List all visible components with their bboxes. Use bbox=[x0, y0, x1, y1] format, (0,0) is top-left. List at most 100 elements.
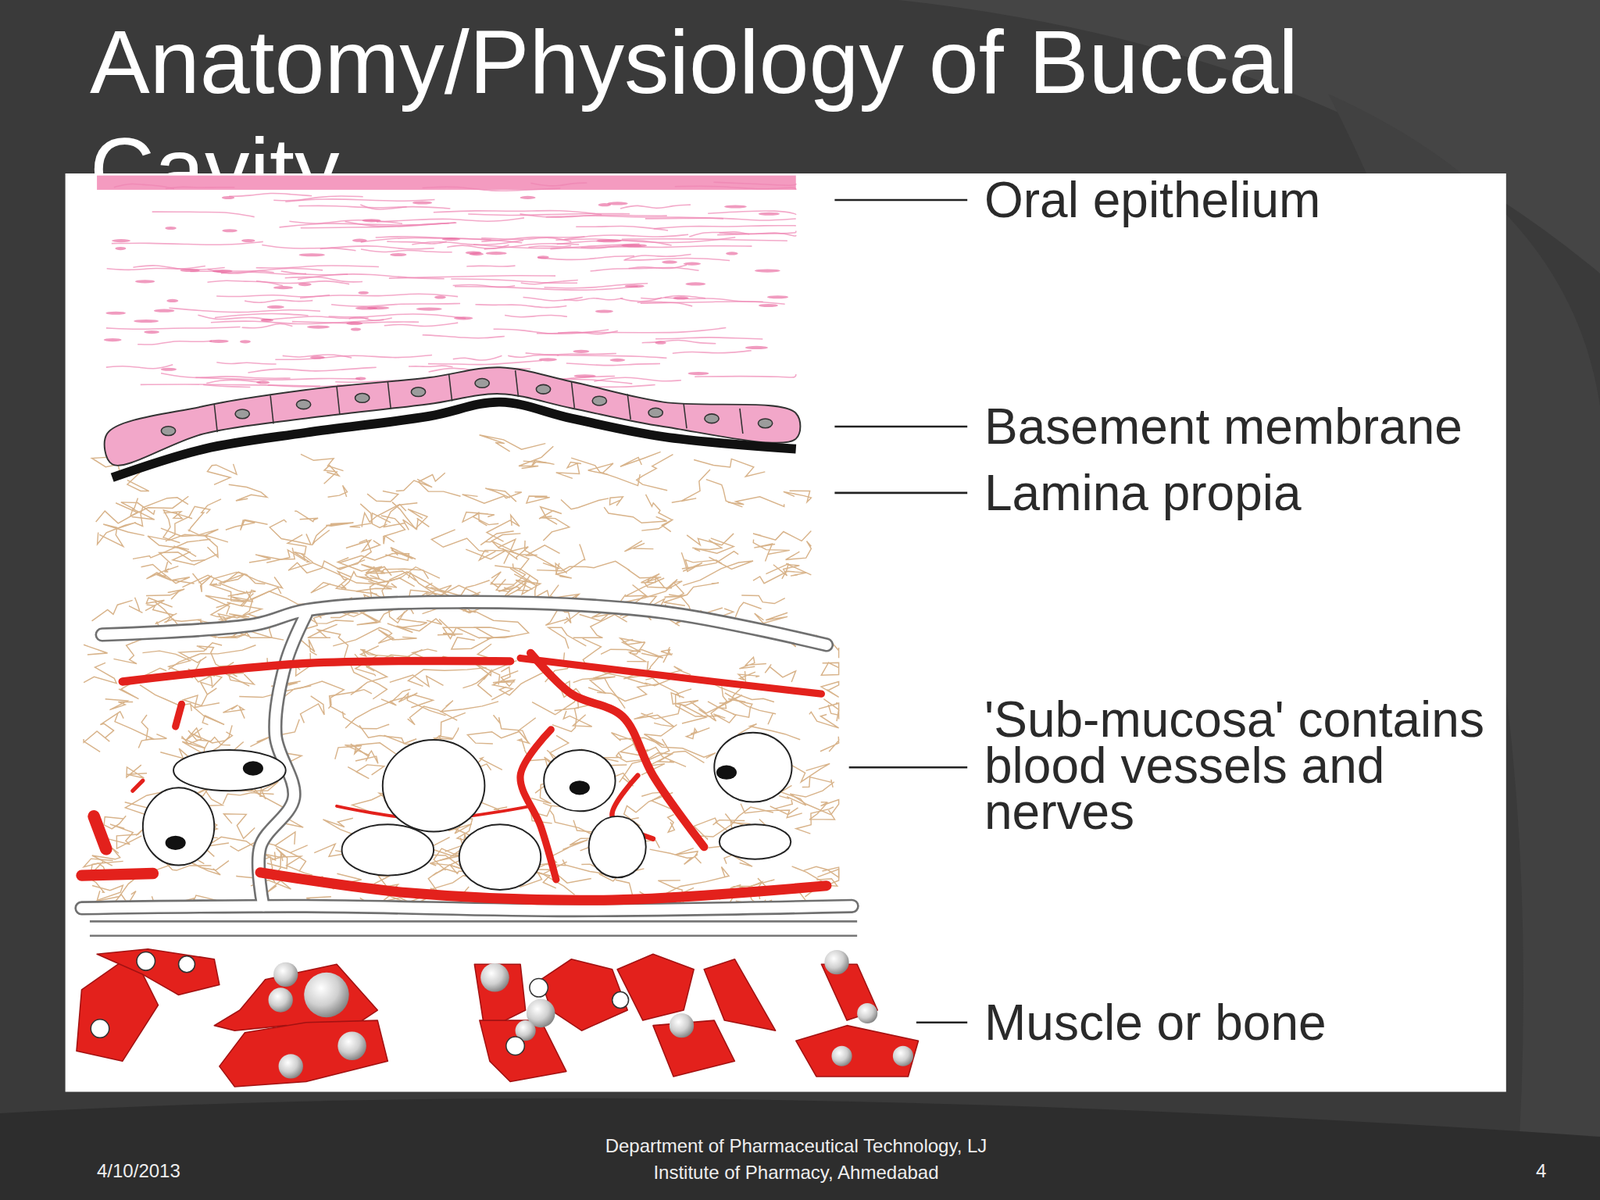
cell-nucleus bbox=[235, 409, 250, 419]
collagen-fibre bbox=[335, 571, 364, 592]
epithelium-fibre bbox=[504, 314, 568, 317]
basement-membrane bbox=[112, 402, 797, 479]
epithelium-cell bbox=[298, 282, 312, 286]
connective-fibre bbox=[675, 689, 721, 717]
connective-fibre bbox=[818, 699, 840, 711]
collagen-fibre bbox=[573, 614, 628, 639]
connective-fibre bbox=[641, 703, 707, 724]
collagen-fibre bbox=[490, 563, 525, 585]
blood-vessel bbox=[175, 703, 183, 727]
collagen-fibre bbox=[389, 571, 445, 593]
epithelium-fibre bbox=[713, 182, 796, 186]
epithelium-cell bbox=[485, 251, 508, 255]
epithelium-cell bbox=[758, 212, 780, 216]
connective-fibre bbox=[222, 792, 274, 805]
epithelium-fibre bbox=[557, 355, 668, 359]
cell-wall bbox=[683, 403, 687, 429]
epithelium-cell bbox=[105, 311, 125, 315]
epithelium-cell bbox=[469, 252, 484, 256]
collagen-fibre bbox=[189, 499, 222, 533]
collagen-fibre bbox=[753, 543, 775, 562]
epithelium-cell bbox=[683, 262, 702, 266]
epithelium-fibre bbox=[221, 271, 307, 275]
collagen-fibre bbox=[603, 507, 667, 523]
layer-label: Lamina propia bbox=[984, 468, 1302, 518]
collagen-fibre bbox=[556, 461, 582, 479]
muscle-fibre bbox=[617, 953, 694, 1021]
cell-nucleus bbox=[355, 393, 370, 404]
cell-wall bbox=[387, 381, 391, 409]
epithelium-cell bbox=[520, 196, 536, 200]
epithelium-cell bbox=[114, 246, 126, 250]
cell-nucleus bbox=[535, 384, 550, 394]
collagen-fibre bbox=[636, 454, 674, 491]
collagen-fibre bbox=[462, 492, 522, 504]
collagen-fibre bbox=[514, 574, 536, 586]
collagen-fibre bbox=[479, 435, 547, 452]
muscle-or-bone bbox=[76, 949, 919, 1087]
epithelium-fibre bbox=[453, 284, 516, 287]
connective-fibre bbox=[821, 662, 839, 675]
muscle-nucleus bbox=[268, 987, 293, 1012]
collagen-fibre bbox=[498, 545, 561, 556]
collagen-fibre bbox=[325, 522, 354, 526]
epithelium-fibre bbox=[160, 373, 291, 379]
connective-fibre bbox=[360, 646, 394, 658]
epithelium-cell bbox=[609, 358, 625, 362]
cell-wall bbox=[449, 375, 453, 402]
epithelium-cell bbox=[412, 200, 433, 204]
muscle-nucleus bbox=[529, 978, 549, 998]
collagen-fibre bbox=[486, 514, 520, 542]
epithelium-fibre bbox=[655, 337, 763, 340]
leader-line bbox=[834, 199, 968, 202]
collagen-fibre bbox=[668, 581, 684, 597]
epithelium-cell bbox=[352, 239, 368, 243]
collagen-fibre bbox=[783, 490, 812, 502]
nerve-section bbox=[543, 750, 615, 811]
collagen-fibre bbox=[381, 515, 406, 544]
epithelium-fibre bbox=[165, 186, 235, 189]
collagen-fibre bbox=[686, 533, 734, 546]
collagen-fibre bbox=[146, 604, 173, 623]
connective-fibre bbox=[228, 672, 255, 684]
connective-fibre bbox=[407, 706, 458, 725]
epithelium-cell bbox=[688, 371, 710, 375]
epithelium-cell bbox=[574, 374, 597, 378]
connective-fibre bbox=[698, 686, 727, 722]
epithelium-fibre bbox=[653, 225, 797, 229]
collagen-fibre bbox=[390, 547, 416, 560]
muscle-nucleus bbox=[892, 1046, 914, 1067]
epithelium-cell bbox=[160, 367, 178, 372]
epithelium-fibre bbox=[247, 367, 376, 373]
epithelium-fibre bbox=[620, 204, 691, 209]
epithelium-cell bbox=[164, 226, 177, 230]
epithelium-cell bbox=[212, 269, 233, 273]
epithelium-fibre bbox=[111, 241, 264, 245]
epithelium-cell bbox=[241, 239, 256, 243]
epithelium-fibre bbox=[242, 324, 293, 329]
illustration-panel bbox=[65, 173, 1507, 1092]
collagen-fibre bbox=[128, 597, 143, 614]
submucosa bbox=[81, 602, 858, 936]
collagen-fibre bbox=[328, 485, 348, 497]
cell-wall bbox=[515, 370, 519, 397]
collagen-fibre bbox=[163, 510, 193, 543]
epithelium-cell bbox=[607, 201, 628, 205]
connective-fibre bbox=[467, 732, 519, 744]
epithelium-fibre bbox=[275, 354, 433, 360]
tissue-channel-edge bbox=[81, 906, 852, 911]
muscle-fibre bbox=[796, 1025, 919, 1077]
connective-fibre bbox=[634, 713, 675, 728]
muscle-nucleus bbox=[136, 952, 156, 972]
collagen-fibre bbox=[641, 519, 673, 533]
connective-fibre bbox=[596, 683, 661, 701]
epithelium-fibre bbox=[137, 340, 212, 345]
epithelium-fibre bbox=[214, 314, 309, 318]
nerve-section bbox=[173, 750, 286, 791]
cell-wall bbox=[214, 404, 218, 433]
muscle-fibre bbox=[96, 949, 220, 996]
connective-fibre bbox=[626, 650, 663, 662]
epithelium-cell bbox=[209, 339, 229, 343]
collagen-fibre bbox=[526, 496, 550, 504]
